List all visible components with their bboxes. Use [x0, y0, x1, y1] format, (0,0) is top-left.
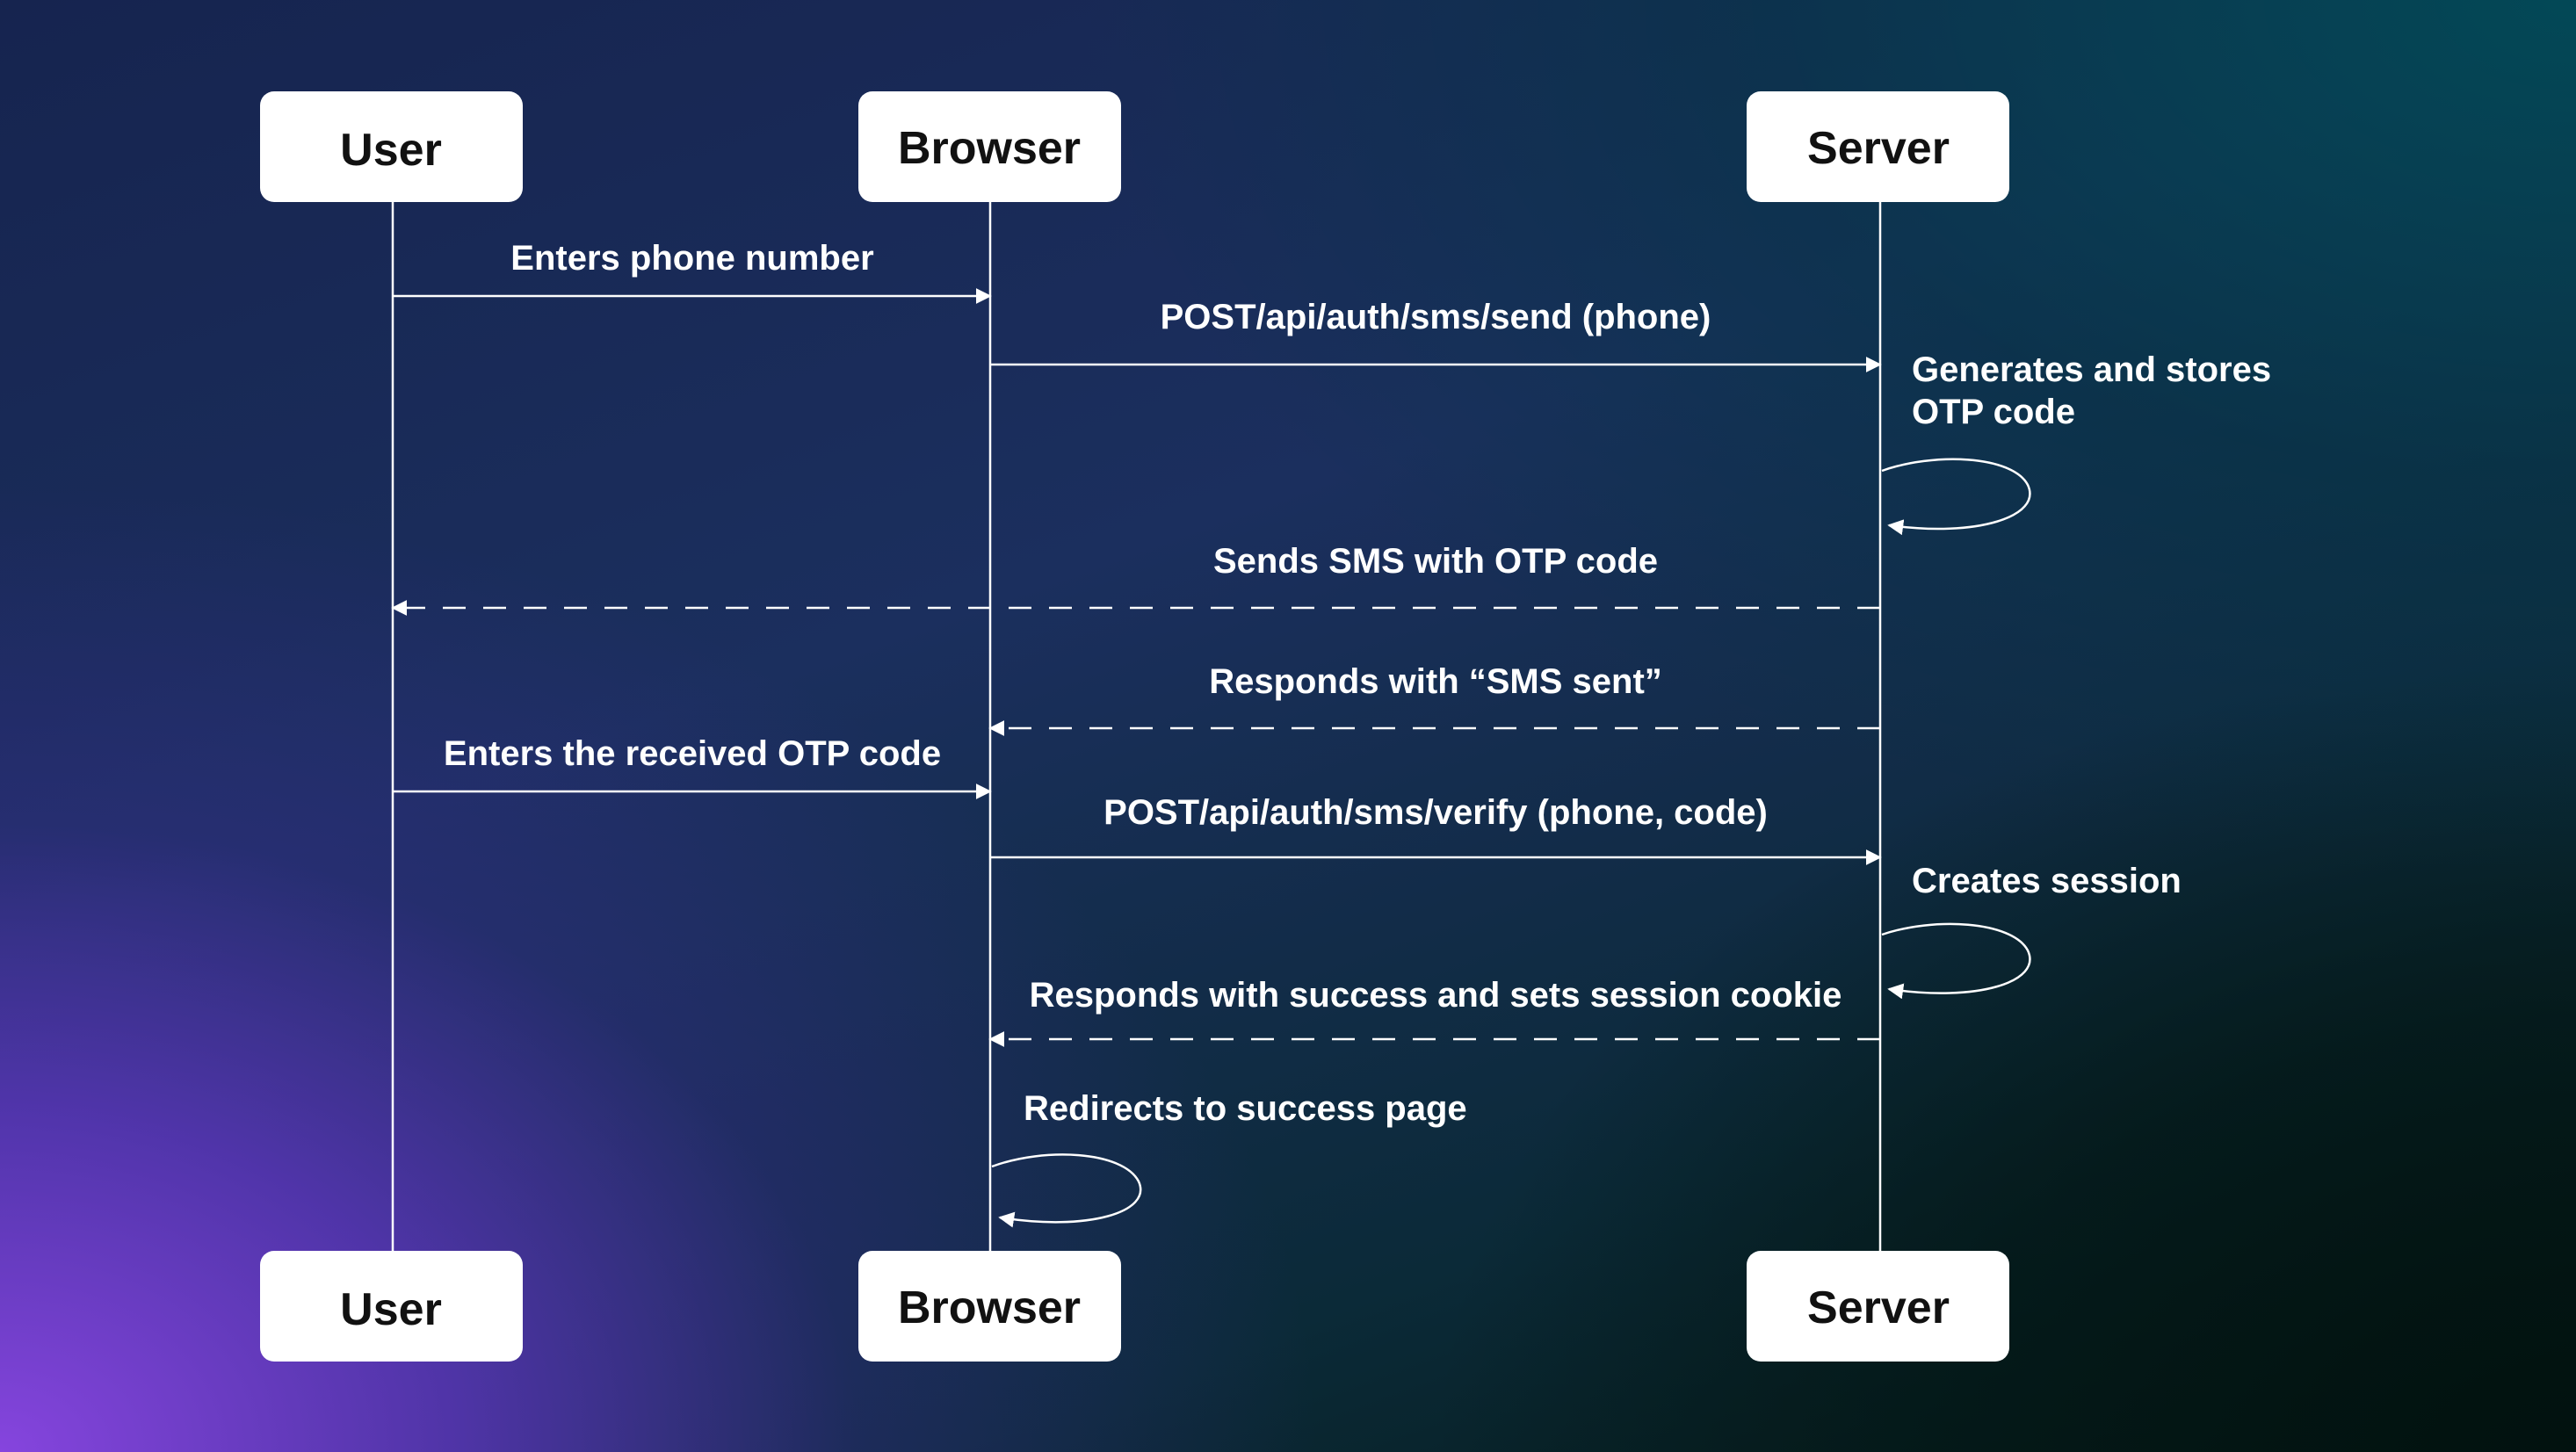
actor-browser-top-label: Browser — [898, 123, 1081, 174]
message-label-sends-sms: Sends SMS with OTP code — [1213, 542, 1658, 581]
actor-user-top-label: User — [340, 125, 442, 176]
message-label-redirects: Redirects to success page — [1024, 1089, 1467, 1128]
message-label-post-verify: POST/api/auth/sms/verify (phone, code) — [1103, 793, 1768, 832]
actor-server-bottom-label: Server — [1807, 1282, 1950, 1333]
actor-user-bottom-label: User — [340, 1284, 442, 1335]
actor-server-bottom: Server — [1747, 1251, 2009, 1362]
actor-server-top-label: Server — [1807, 123, 1950, 174]
actor-browser-bottom-label: Browser — [898, 1282, 1081, 1333]
message-label-generates-line2: OTP code — [1912, 393, 2075, 431]
actor-user-bottom: User — [260, 1251, 523, 1362]
self-loop-generates — [1881, 458, 2031, 536]
message-label-enters-otp: Enters the received OTP code — [444, 734, 941, 773]
actor-user-top: User — [260, 91, 523, 202]
actor-browser-bottom: Browser — [858, 1251, 1121, 1362]
actor-browser-top: Browser — [858, 91, 1121, 202]
self-loop-creates-session — [1881, 922, 2031, 1000]
message-label-post-send: POST/api/auth/sms/send (phone) — [1161, 298, 1711, 336]
message-label-enters-phone: Enters phone number — [510, 239, 873, 278]
message-label-creates-session: Creates session — [1912, 862, 2182, 900]
message-label-generates-line1: Generates and stores — [1912, 350, 2271, 389]
message-label-success-cookie: Responds with success and sets session c… — [1030, 976, 1842, 1015]
self-loop-redirects — [991, 1153, 1142, 1228]
actor-server-top: Server — [1747, 91, 2009, 202]
message-label-sms-sent: Responds with “SMS sent” — [1209, 662, 1662, 701]
